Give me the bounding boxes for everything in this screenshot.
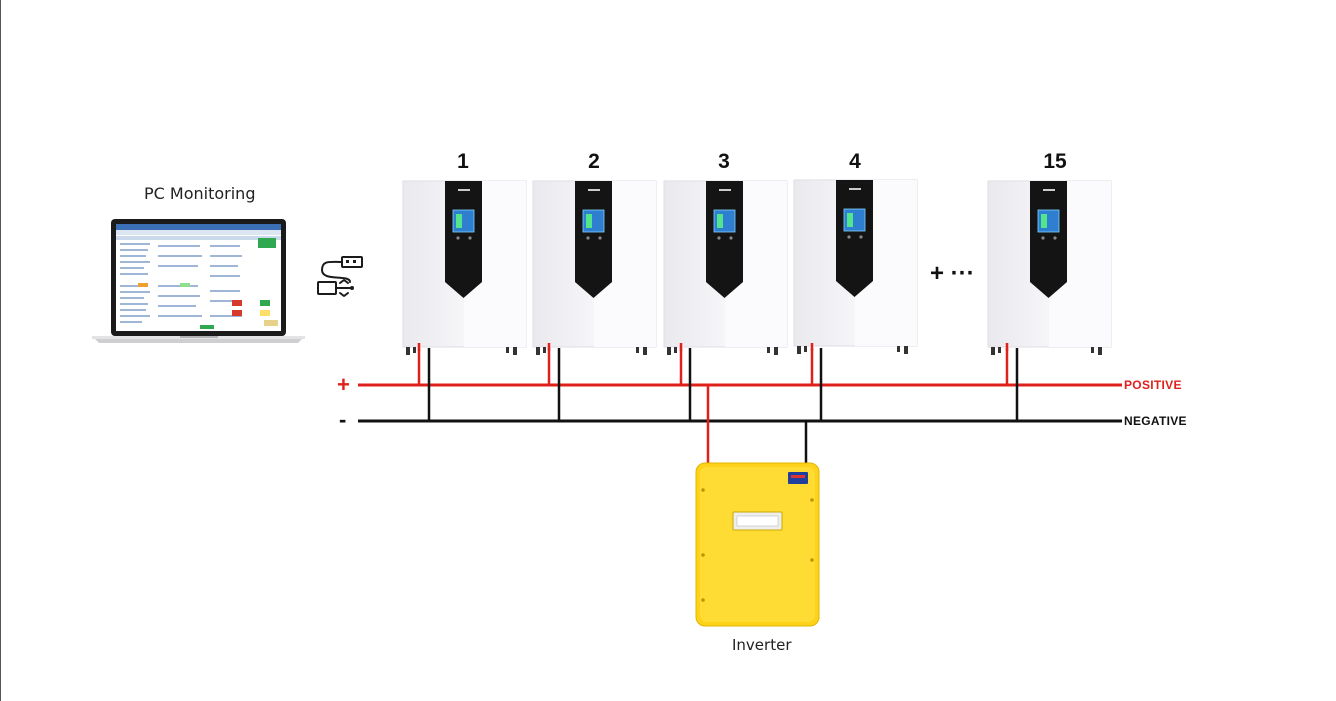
battery-label-3: 3 [718,150,730,173]
battery-label-4: 4 [849,150,861,173]
pc-monitoring-label: PC Monitoring [144,184,256,203]
positive-bus-label: POSITIVE [1124,378,1182,392]
battery-drop-wires [417,348,1019,421]
negative-sign: - [339,407,347,432]
battery-unit-3 [663,180,788,355]
battery-unit-2 [532,180,657,355]
more-batteries-indicator: + ··· [930,260,975,287]
positive-sign: + [337,372,350,397]
battery-label-1: 1 [457,150,469,173]
battery-label-2: 2 [588,150,600,173]
battery-label-15: 15 [1043,150,1067,173]
inverter-unit [695,462,820,627]
usb-cable-icon [317,256,363,297]
negative-bus-label: NEGATIVE [1124,414,1187,428]
battery-unit-4 [793,179,918,354]
battery-unit-1 [402,180,527,355]
inverter-label: Inverter [732,636,792,654]
battery-unit-15 [987,180,1112,355]
laptop-illustration [92,219,305,343]
